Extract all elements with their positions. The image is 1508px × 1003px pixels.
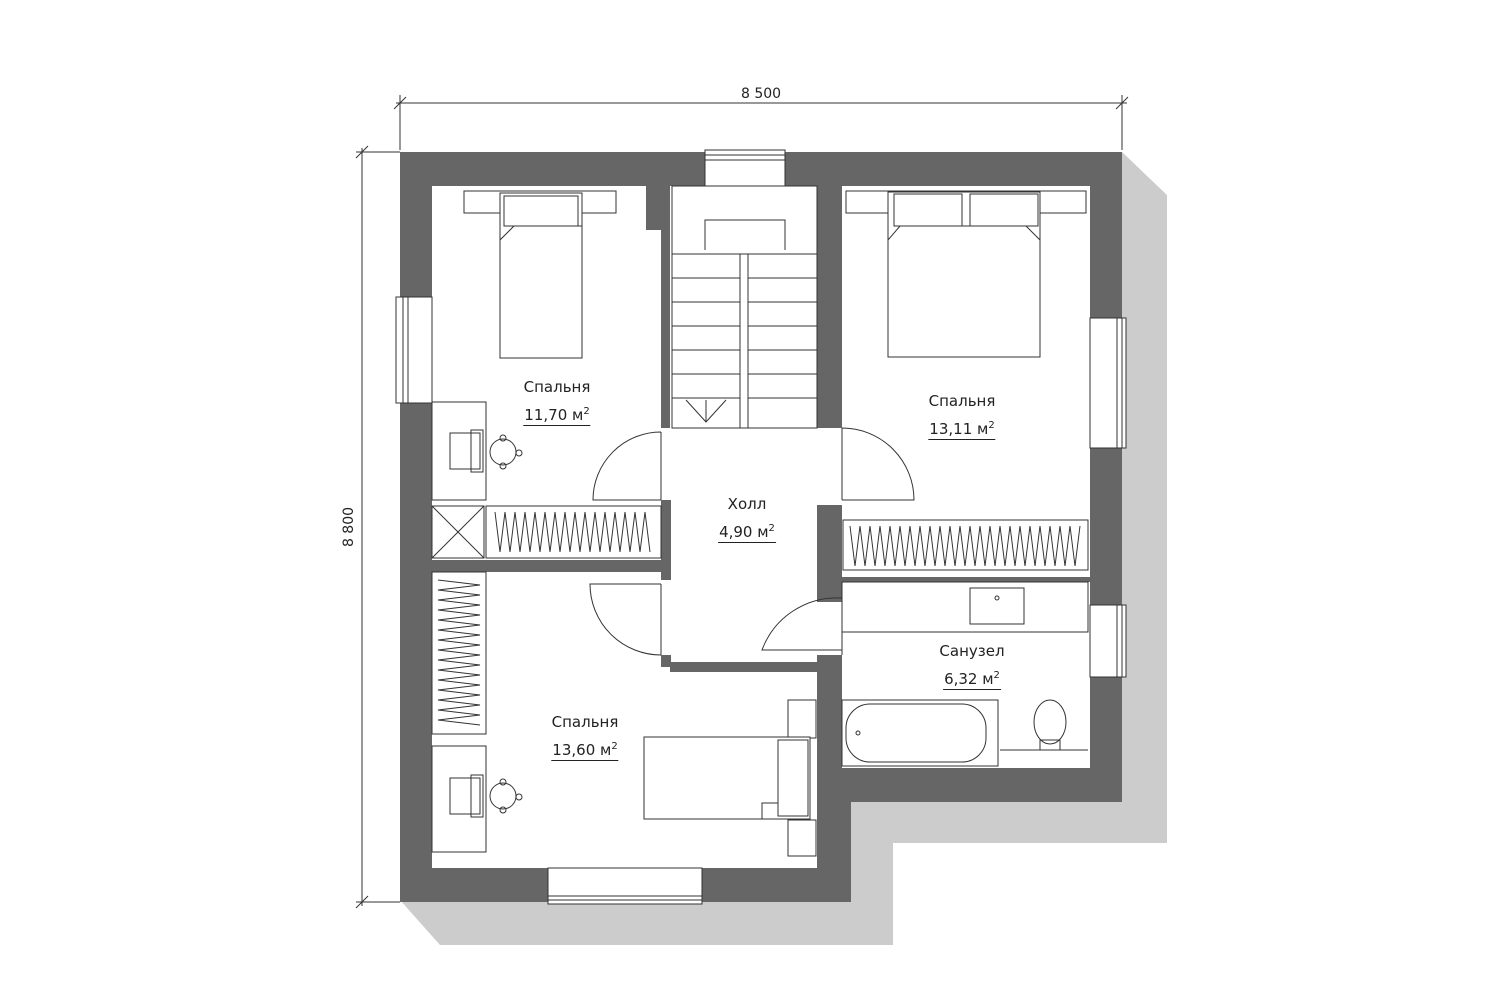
interior-walls: [432, 186, 1090, 768]
wardrobe-box: [431, 505, 485, 559]
bed: [887, 191, 1041, 358]
bathtub: [841, 699, 999, 767]
room-area-bedroom-2: 13,11 м2: [928, 420, 996, 440]
room-name-bathroom: Санузел: [939, 642, 1005, 660]
staircase: [671, 185, 818, 429]
wardrobe: [842, 519, 1089, 571]
door-bedroom2: [841, 427, 915, 501]
window-left: [395, 296, 433, 404]
wardrobe: [431, 571, 487, 735]
nightstand: [787, 819, 817, 857]
window-bottom: [547, 867, 703, 905]
door-bedroom1: [592, 431, 662, 501]
desk: [431, 401, 487, 501]
bedroom2-furniture: [842, 190, 1089, 571]
toilet-bowl: [1033, 699, 1067, 745]
room-name-hall: Холл: [727, 495, 767, 513]
room-area-bedroom-1: 11,70 м2: [523, 406, 591, 426]
sink: [969, 587, 1025, 625]
window-right-bath: [1089, 604, 1127, 678]
room-area-hall: 4,90 м2: [718, 523, 776, 543]
bedroom3-furniture: [431, 571, 817, 857]
room-name-bedroom-2: Спальня: [928, 392, 996, 410]
dimension-width-label: 8 500: [741, 86, 782, 102]
windows: [395, 149, 1127, 905]
room-area-bedroom-3: 13,60 м2: [551, 741, 619, 761]
bathroom-fixtures: [841, 581, 1089, 767]
door-bedroom3: [589, 583, 662, 656]
room-name-bedroom-3: Спальня: [551, 713, 619, 731]
window-right-top: [1089, 317, 1127, 449]
wardrobe: [485, 505, 662, 559]
room-area-bathroom: 6,32 м2: [943, 670, 1001, 690]
bed: [643, 736, 811, 820]
dimension-lines: [355, 95, 1129, 909]
desk: [431, 745, 487, 853]
dimension-height-label: 8 800: [341, 506, 357, 548]
sink-counter: [841, 581, 1089, 633]
bedroom1-furniture: [431, 190, 662, 559]
bed: [499, 192, 583, 359]
room-name-bedroom-1: Спальня: [523, 378, 591, 396]
